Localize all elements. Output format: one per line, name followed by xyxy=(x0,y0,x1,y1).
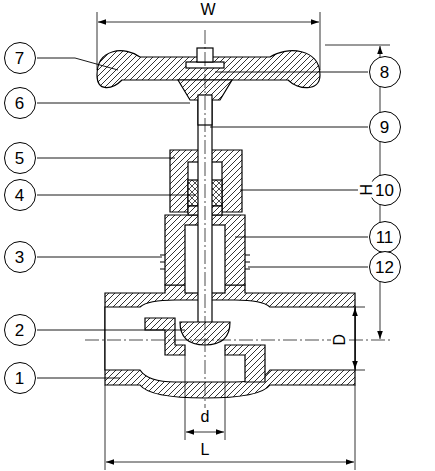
callout-number: 10 xyxy=(375,182,394,199)
callout-number: 1 xyxy=(15,370,24,387)
dimension-label: H xyxy=(358,182,376,198)
dimension-label: D xyxy=(331,332,349,348)
callout-number: 9 xyxy=(380,119,389,136)
callout-circle: 9 xyxy=(369,111,401,143)
callout-number: 11 xyxy=(376,229,394,246)
callout-circle: 7 xyxy=(4,42,36,74)
dimension-label: L xyxy=(199,441,212,459)
callout-number: 4 xyxy=(15,187,24,204)
callout-circle: 3 xyxy=(4,241,36,273)
callout-number: 8 xyxy=(380,64,389,81)
callout-circle: 11 xyxy=(369,221,401,253)
callout-circle: 2 xyxy=(4,314,36,346)
callout-circle: 12 xyxy=(369,251,401,283)
callout-number: 2 xyxy=(15,322,24,339)
callout-number: 7 xyxy=(15,50,24,67)
callout-circle: 6 xyxy=(4,87,36,119)
callout-circle: 1 xyxy=(4,362,36,394)
dimension-label: d xyxy=(199,408,212,426)
callout-number: 6 xyxy=(15,95,24,112)
callout-number: 5 xyxy=(15,150,24,167)
callout-number: 3 xyxy=(15,249,24,266)
dimension-label: W xyxy=(198,1,217,19)
callout-number: 12 xyxy=(375,259,394,276)
callout-circle: 4 xyxy=(4,179,36,211)
callout-circle: 8 xyxy=(369,56,401,88)
callout-circle: 5 xyxy=(4,142,36,174)
